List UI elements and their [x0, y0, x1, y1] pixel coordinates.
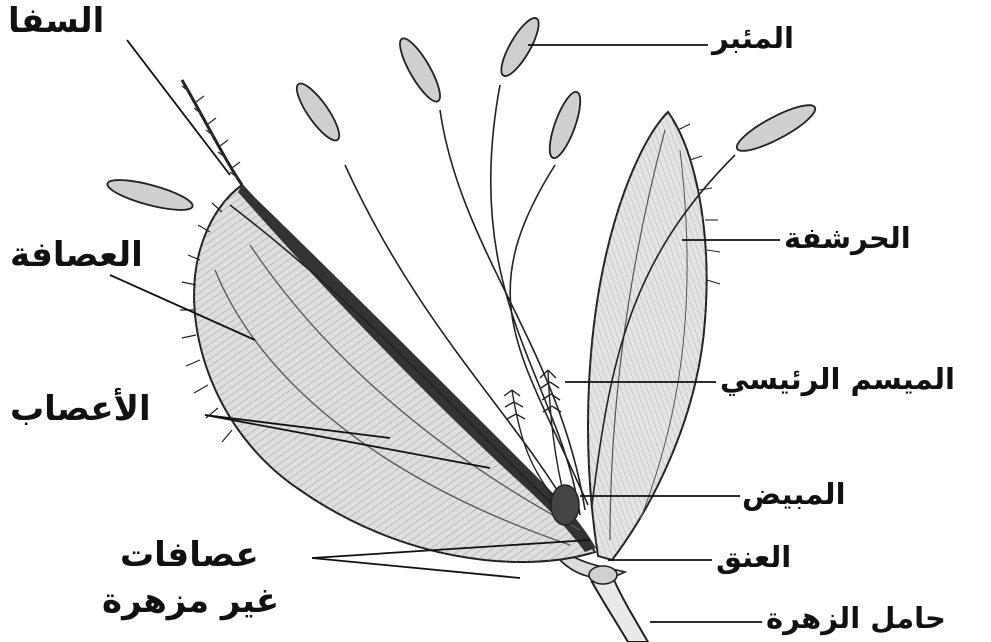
rachilla-node: [589, 566, 617, 584]
label-veins: الأعصاب: [10, 392, 151, 426]
label-sterile-glumes-line1: عصافات: [120, 538, 259, 572]
label-awn: السفا: [8, 4, 104, 38]
ovary-shape: [551, 485, 579, 525]
label-ovary: المبيض: [742, 480, 846, 509]
label-stigma: الميسم الرئيسي: [720, 365, 955, 394]
label-neck: العنق: [716, 543, 791, 572]
label-pedicel: حامل الزهرة: [766, 604, 946, 633]
label-anther: المئبر: [712, 24, 794, 53]
pedicel-stem: [592, 580, 648, 642]
label-palea: الحرشفة: [784, 224, 911, 253]
awn-shape: [182, 80, 242, 185]
label-lemma: العصافة: [10, 238, 143, 272]
label-sterile-glumes-line2: غير مزهرة: [102, 584, 279, 618]
